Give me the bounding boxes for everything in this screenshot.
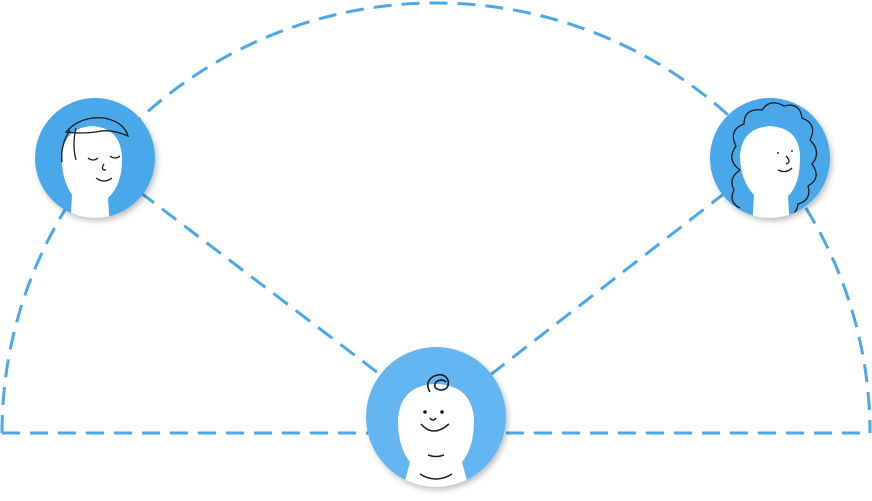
avatar-center <box>366 347 506 487</box>
person-curly-hair-icon <box>731 102 818 218</box>
baby-icon <box>398 373 474 487</box>
avatar-left <box>35 98 155 218</box>
arc-dashed <box>0 1 872 434</box>
link-left-dashed <box>94 156 437 419</box>
link-right-dashed <box>435 156 771 419</box>
person-sleepy-icon <box>61 117 130 218</box>
avatar-right <box>710 98 830 218</box>
